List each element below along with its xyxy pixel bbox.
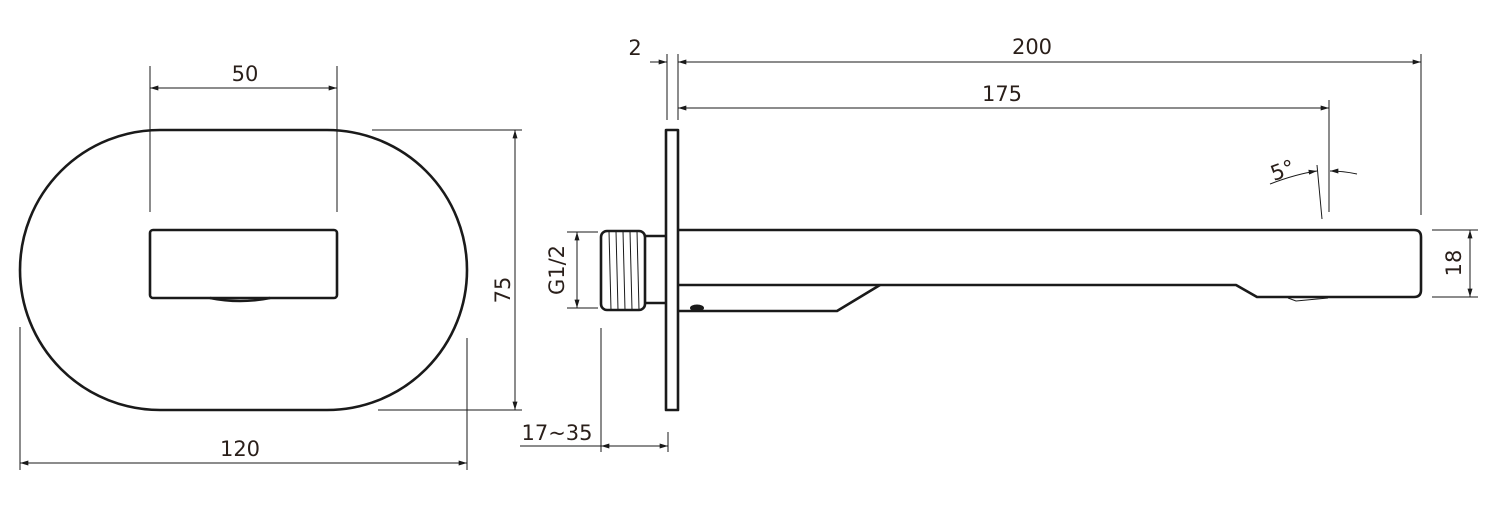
dim-label-5-degree: 5° bbox=[1267, 155, 1298, 186]
spout-front-outline bbox=[148, 228, 339, 300]
wall-plate-side bbox=[664, 128, 680, 412]
nipple-neck bbox=[645, 234, 666, 305]
dimension-2: 2 bbox=[628, 36, 679, 120]
dim-label-50: 50 bbox=[232, 62, 259, 86]
side-view: 2 200 175 5° 18 G1/2 bbox=[520, 35, 1478, 452]
dim-label-2: 2 bbox=[628, 36, 641, 60]
outlet-edge bbox=[209, 296, 271, 303]
wall-plate-outline bbox=[18, 128, 469, 412]
thread-lines bbox=[608, 230, 640, 311]
outlet-lip bbox=[1287, 297, 1329, 302]
dim-label-17-35: 17~35 bbox=[521, 421, 592, 445]
dimension-175: 175 bbox=[677, 82, 1330, 212]
dimension-5-degree: 5° bbox=[1267, 155, 1358, 220]
dimension-g1-2: G1/2 bbox=[545, 231, 598, 309]
dimension-120: 120 bbox=[19, 327, 468, 470]
dimension-200: 200 bbox=[677, 35, 1422, 215]
dim-label-75: 75 bbox=[491, 277, 515, 304]
dim-label-g1-2: G1/2 bbox=[545, 245, 569, 295]
dim-label-120: 120 bbox=[220, 437, 260, 461]
dim-label-200: 200 bbox=[1012, 35, 1052, 59]
dimension-17-35: 17~35 bbox=[520, 328, 669, 452]
spout-body bbox=[678, 228, 1423, 299]
spout-underside bbox=[678, 283, 881, 313]
dim-label-175: 175 bbox=[982, 82, 1022, 106]
dimension-18: 18 bbox=[1432, 229, 1478, 298]
dimension-75: 75 bbox=[372, 129, 522, 411]
set-screw bbox=[690, 304, 704, 312]
dimension-50: 50 bbox=[149, 62, 338, 212]
dim-label-18: 18 bbox=[1442, 250, 1466, 277]
front-view: 50 120 75 bbox=[18, 62, 522, 470]
